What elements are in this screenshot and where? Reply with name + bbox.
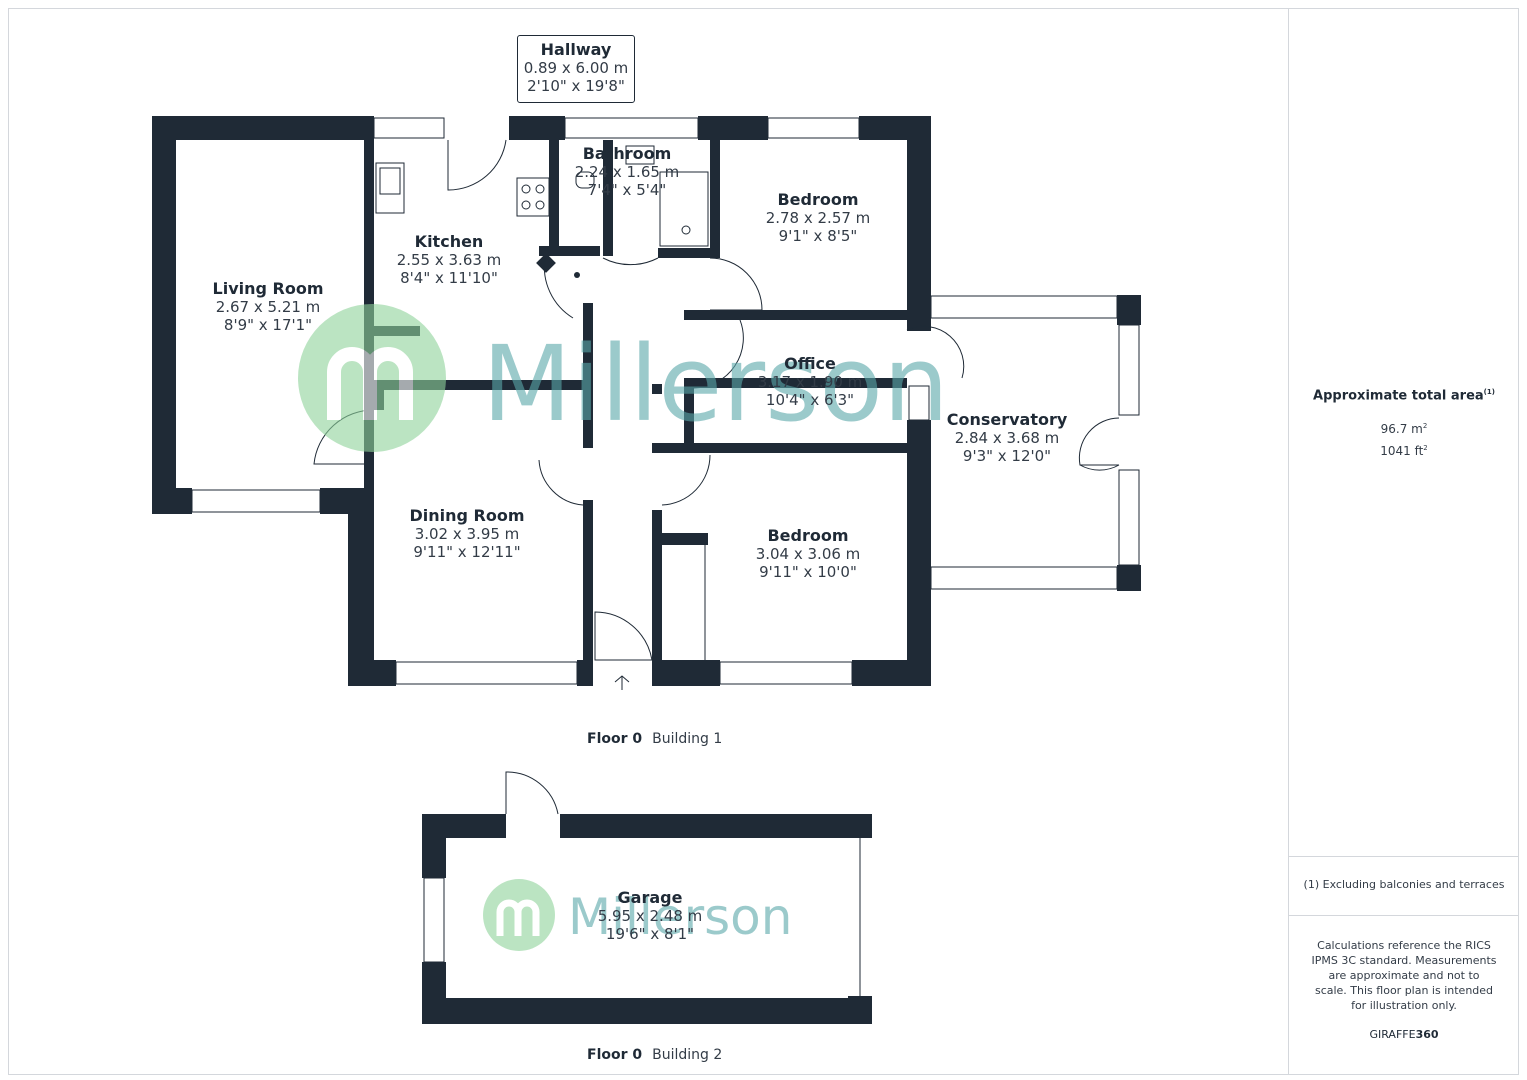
floor-caption-building-1: Floor 0 Building 1 (587, 731, 722, 747)
entrance-arrow-icon (614, 675, 630, 690)
conservatory-imperial: 9'3" x 12'0" (962, 447, 1052, 466)
kitchen-imperial: 8'4" x 11'10" (400, 269, 498, 288)
conservatory-name: Conservatory (946, 410, 1068, 429)
office-metric: 3.17 x 1.90 m (757, 373, 863, 392)
dining-room-imperial: 9'11" x 12'11" (413, 543, 521, 562)
area-footnote-mark: (1) (1483, 388, 1495, 396)
bedroom-1-label: Bedroom 2.78 x 2.57 m 9'1" x 8'5" (766, 190, 871, 245)
bathroom-name: Bathroom (582, 144, 672, 163)
bedroom-2-imperial: 9'11" x 10'0" (759, 563, 857, 582)
floor-plan: Millerson Millerson (152, 116, 1141, 1024)
page-frame (8, 8, 1519, 1075)
bedroom-1-metric: 2.78 x 2.57 m (765, 209, 871, 228)
conservatory-metric: 2.84 x 3.68 m (954, 429, 1060, 448)
area-ft2-sup: 2 (1423, 444, 1428, 452)
living-room-imperial: 8'9" x 17'1" (223, 316, 313, 335)
brand-bold: 360 (1415, 1028, 1439, 1041)
kitchen-metric: 2.55 x 3.63 m (396, 251, 502, 270)
divider (1289, 915, 1519, 916)
area-square-meters: 96.7 m2 (1289, 422, 1519, 436)
light-switch-marker (574, 272, 580, 278)
walls-building-1 (152, 116, 1141, 686)
conservatory-label: Conservatory 2.84 x 3.68 m 9'3" x 12'0" (947, 410, 1068, 465)
hallway-metric: 0.89 x 6.00 m (523, 59, 629, 78)
dining-room-name: Dining Room (409, 506, 525, 525)
office-name: Office (784, 354, 836, 373)
office-imperial: 10'4" x 6'3" (765, 391, 855, 410)
walls-building-2 (422, 814, 872, 1024)
garage-metric: 5.95 x 2.48 m (597, 907, 703, 926)
bathroom-metric: 2.24 x 1.65 m (574, 163, 680, 182)
floor-name: Floor 0 (587, 1047, 643, 1063)
floor-caption-building-2: Floor 0 Building 2 (587, 1047, 722, 1063)
kitchen-label: Kitchen 2.55 x 3.63 m 8'4" x 11'10" (397, 232, 502, 287)
area-m2-sup: 2 (1422, 422, 1428, 430)
footnote: (1) Excluding balconies and terraces (1303, 878, 1505, 891)
disclaimer: Calculations reference the RICS IPMS 3C … (1311, 939, 1497, 1012)
divider (1289, 856, 1519, 857)
building-name: Building 2 (652, 1047, 723, 1063)
area-title: Approximate total area(1) (1289, 388, 1519, 403)
garage-label: Garage 5.95 x 2.48 m 19'6" x 8'1" (598, 888, 703, 943)
watermark-text-building-1: Millerson (482, 323, 949, 445)
living-room-name: Living Room (212, 279, 324, 298)
garage-imperial: 19'6" x 8'1" (605, 925, 695, 944)
garage-name: Garage (617, 888, 683, 907)
building-name: Building 1 (652, 731, 723, 747)
floor-name: Floor 0 (587, 731, 643, 747)
garage-window (423, 877, 445, 963)
office-label: Office 3.17 x 1.90 m 10'4" x 6'3" (758, 354, 863, 409)
area-square-feet: 1041 ft2 (1289, 444, 1519, 458)
garage-door-arc (505, 771, 559, 815)
living-room-metric: 2.67 x 5.21 m (215, 298, 321, 317)
bedroom-2-name: Bedroom (767, 526, 849, 545)
watermark-logo-building-1 (298, 304, 446, 452)
kitchen-name: Kitchen (414, 232, 484, 251)
brand-light: GIRAFFE (1369, 1028, 1416, 1041)
bathroom-label: Bathroom 2.24 x 1.65 m 7'4" x 5'4" (575, 144, 680, 199)
bathroom-imperial: 7'4" x 5'4" (587, 181, 667, 200)
area-m2-value: 96.7 m (1380, 422, 1423, 436)
living-room-label: Living Room 2.67 x 5.21 m 8'9" x 17'1" (213, 279, 324, 334)
hallway-label: Hallway 0.89 x 6.00 m 2'10" x 19'8" (517, 35, 635, 103)
brand-logo: GIRAFFE360 (1289, 1028, 1519, 1041)
fixtures (375, 145, 861, 996)
bedroom-2-label: Bedroom 3.04 x 3.06 m 9'11" x 10'0" (756, 526, 861, 581)
area-ft2-value: 1041 ft (1380, 444, 1424, 458)
watermark-text-building-2: Millerson (568, 888, 792, 946)
dining-room-metric: 3.02 x 3.95 m (414, 525, 520, 544)
windows (191, 117, 1140, 685)
area-title-text: Approximate total area (1313, 388, 1484, 404)
watermark-logo-building-2 (483, 879, 555, 951)
info-sidebar: Approximate total area(1) 96.7 m2 1041 f… (1288, 8, 1519, 1075)
bedroom-1-name: Bedroom (777, 190, 859, 209)
bedroom-1-imperial: 9'1" x 8'5" (778, 227, 858, 246)
dining-room-label: Dining Room 3.02 x 3.95 m 9'11" x 12'11" (409, 506, 524, 561)
hallway-name: Hallway (540, 40, 612, 59)
bedroom-2-metric: 3.04 x 3.06 m (755, 545, 861, 564)
hallway-imperial: 2'10" x 19'8" (527, 77, 625, 96)
